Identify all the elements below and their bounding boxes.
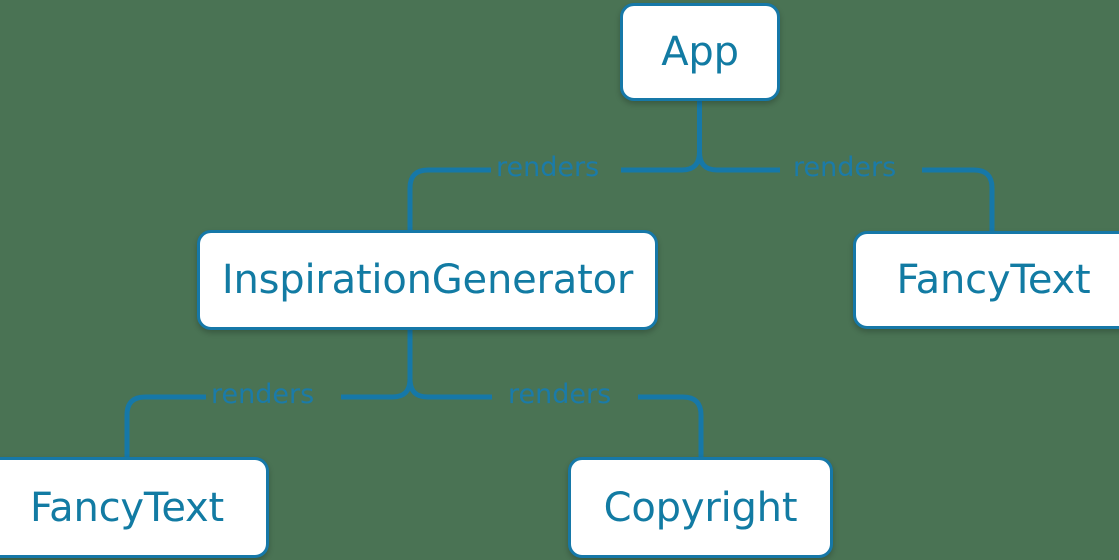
node-copyright[interactable]: Copyright (568, 457, 833, 558)
node-fancy-text-right-label: FancyText (896, 257, 1091, 303)
edge-label-inspiration-generator-to-copyright: renders (508, 379, 612, 410)
node-fancy-text-left-label: FancyText (30, 484, 224, 531)
edge-inspgen-to-copyright (407, 378, 704, 457)
edge-app-to-fancy-right (697, 151, 995, 231)
edge-label-inspiration-generator-to-fancy-text-left: renders (211, 379, 315, 410)
edge-label-app-to-fancy-text-right: renders (793, 152, 897, 183)
edge-label-app-to-inspiration-generator: renders (496, 152, 600, 183)
node-inspiration-generator[interactable]: InspirationGenerator (197, 230, 658, 330)
node-inspiration-generator-label: InspirationGenerator (221, 257, 634, 303)
node-fancy-text-left[interactable]: FancyText (0, 457, 269, 558)
node-fancy-text-right[interactable]: FancyText (853, 231, 1119, 329)
node-app-label: App (661, 29, 739, 75)
node-app[interactable]: App (620, 3, 780, 101)
node-copyright-label: Copyright (603, 484, 798, 531)
